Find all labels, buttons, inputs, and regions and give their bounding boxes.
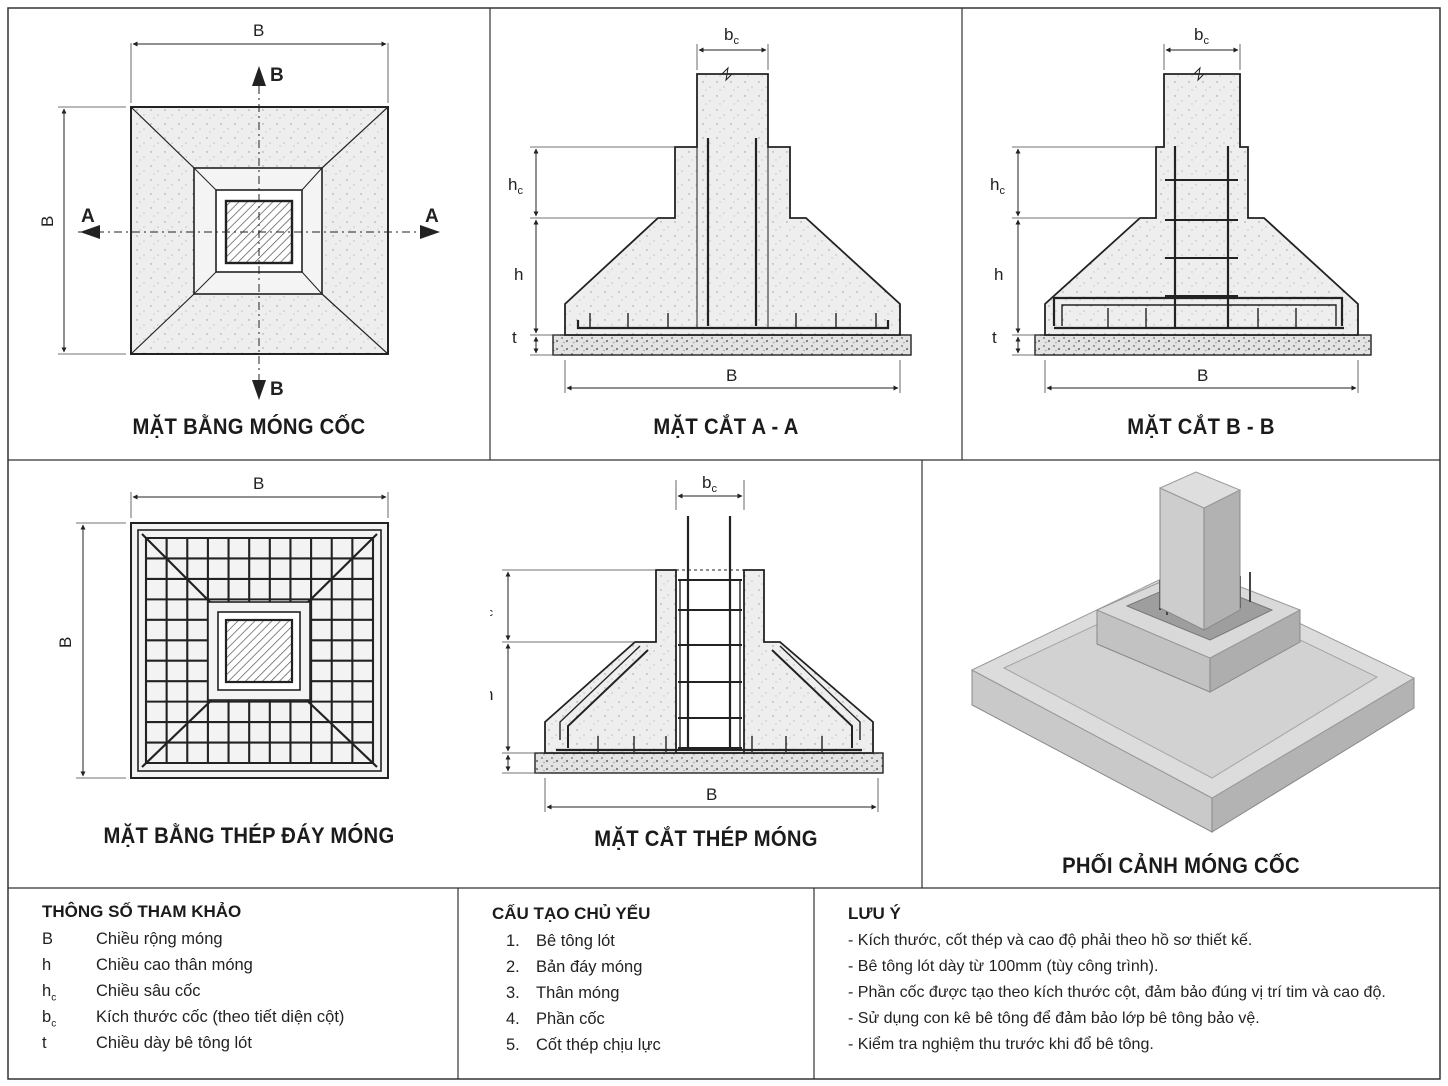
panel-title-perspective: PHỐI CẢNH MÓNG CỐC (1062, 853, 1300, 878)
aa-dim-b: B (726, 366, 737, 385)
section-aa-drawing: bc hc h t B (508, 25, 912, 393)
structure-num: 3. (506, 984, 520, 1002)
structure-item: 4. Phần cốc (506, 1010, 796, 1032)
column-left-face (1159, 487, 1205, 631)
panel-title-plan: MẶT BẰNG MÓNG CỐC (132, 414, 366, 439)
bb-lean-concrete (1034, 334, 1372, 356)
rs-dim-b: B (706, 785, 717, 804)
aa-dim-t: t (512, 328, 517, 347)
structure-label: Cốt thép chịu lực (536, 1036, 661, 1054)
panel-rebar-section: bc hc h t B MẶT CẮT THÉP MÓNG (490, 460, 922, 888)
bb-dim-t: t (992, 328, 997, 347)
structure-num: 2. (506, 958, 520, 976)
reference-item: t Chiều dày bê tông lót (42, 1034, 442, 1056)
reference-item: hc Chiều sâu cốc (42, 982, 442, 1004)
reference-item: B Chiều rộng móng (42, 930, 442, 952)
reference-desc: Chiều rộng móng (96, 930, 223, 948)
notes-section: LƯU Ý - Kích thước, cốt thép và cao độ p… (814, 888, 1440, 1079)
aa-dim-bc: bc (724, 25, 739, 47)
bb-dim-bc: bc (1194, 25, 1209, 47)
structure-label: Thân móng (536, 984, 620, 1002)
rebar-plan-dim-b-top: B (253, 474, 264, 493)
section-b-top-label: B (270, 65, 284, 86)
note-item: - Sử dụng con kê bê tông để đảm bảo lớp … (848, 1010, 1260, 1027)
structure-label: Phần cốc (536, 1010, 605, 1028)
structure-label: Bản đáy móng (536, 958, 643, 976)
plan-dim-b-left: B (38, 216, 57, 227)
section-a-left-label: A (81, 206, 95, 227)
perspective-drawing (970, 471, 1416, 833)
bb-dim-h: h (994, 265, 1003, 284)
reference-item: bc Kích thước cốc (theo tiết diện cột) (42, 1008, 442, 1030)
bb-footing-body (1044, 73, 1359, 336)
structure-heading: CẤU TẠO CHỦ YẾU (492, 904, 651, 923)
panel-title-section-bb: MẶT CẮT B - B (1127, 414, 1275, 439)
structure-item: 1. Bê tông lót (506, 932, 796, 954)
bb-dim-hc: hc (990, 175, 1005, 197)
panel-rebar-plan: B B MẶT BẰNG THÉP ĐÁY MÓNG (8, 460, 490, 888)
panel-title-section-aa: MẶT CẮT A - A (653, 414, 799, 439)
aa-dim-hc: hc (508, 175, 523, 197)
aa-lean-concrete (552, 334, 912, 356)
structure-num: 4. (506, 1010, 520, 1028)
structure-item: 3. Thân móng (506, 984, 796, 1006)
rebar-plan-dim-b-left: B (56, 637, 75, 648)
reference-symbol: h (42, 956, 52, 974)
plan-dim-b-top: B (253, 21, 264, 40)
bb-dim-b: B (1197, 366, 1208, 385)
structure-num: 1. (506, 932, 520, 950)
reference-symbol: B (42, 930, 54, 948)
note-item: - Kiểm tra nghiệm thu trước khi đổ bê tô… (848, 1036, 1154, 1053)
section-b-bottom-label: B (270, 379, 284, 400)
structure-num: 5. (506, 1036, 520, 1054)
notes-heading: LƯU Ý (848, 904, 901, 923)
aa-footing-body (564, 73, 901, 336)
reference-heading: THÔNG SỐ THAM KHẢO (42, 902, 242, 921)
structure-section: CẤU TẠO CHỦ YẾU 1. Bê tông lót 2. Bản đáy m… (458, 888, 814, 1079)
reference-desc: Chiều dày bê tông lót (96, 1034, 252, 1052)
panel-title-rebar-plan: MẶT BẰNG THÉP ĐÁY MÓNG (103, 823, 395, 848)
rs-dim-bc: bc (702, 473, 717, 495)
rs-dim-hc: hc (490, 597, 493, 619)
column-right-face (1203, 489, 1241, 631)
section-a-right-label: A (425, 206, 439, 227)
panel-plan: A A B B B B MẶT BẰNG MÓNG CỐC (8, 8, 490, 460)
reference-symbol: bc (42, 1008, 57, 1030)
reference-item: h Chiều cao thân móng (42, 956, 442, 978)
rebar-plan-column-hatch (224, 618, 294, 684)
rebar-section-drawing: bc hc h t B (490, 473, 884, 812)
structure-label: Bê tông lót (536, 932, 615, 950)
structure-item: 2. Bản đáy móng (506, 958, 796, 980)
note-item: - Phần cốc được tạo theo kích thước cột,… (848, 984, 1386, 1001)
panel-section-aa: bc hc h t B MẶT CẮT A - A (490, 8, 962, 460)
reference-desc: Chiều cao thân móng (96, 956, 253, 974)
rs-dim-h: h (490, 685, 493, 704)
section-bb-drawing: bc hc h t B (990, 25, 1372, 393)
reference-desc: Kích thước cốc (theo tiết diện cột) (96, 1008, 345, 1026)
panel-title-rebar-section: MẶT CẮT THÉP MÓNG (594, 826, 818, 851)
note-item: - Bê tông lót dày từ 100mm (tùy công trì… (848, 958, 1159, 975)
reference-symbol: hc (42, 982, 57, 1004)
rebar-plan-drawing: B B (56, 474, 389, 779)
rs-footing-body (544, 569, 874, 754)
reference-desc: Chiều sâu cốc (96, 982, 201, 1000)
plan-drawing: A A B B B B (38, 21, 440, 400)
column-top-face (1158, 471, 1242, 509)
rs-lean-concrete (534, 752, 884, 774)
panel-section-bb: bc hc h t B MẶT CẮT B - B (962, 8, 1440, 460)
panel-perspective: PHỐI CẢNH MÓNG CỐC (922, 460, 1440, 888)
structure-item: 5. Cốt thép chịu lực (506, 1036, 796, 1058)
note-item: - Kích thước, cốt thép và cao độ phải th… (848, 932, 1253, 949)
aa-dim-h: h (514, 265, 523, 284)
reference-symbol: t (42, 1034, 47, 1052)
